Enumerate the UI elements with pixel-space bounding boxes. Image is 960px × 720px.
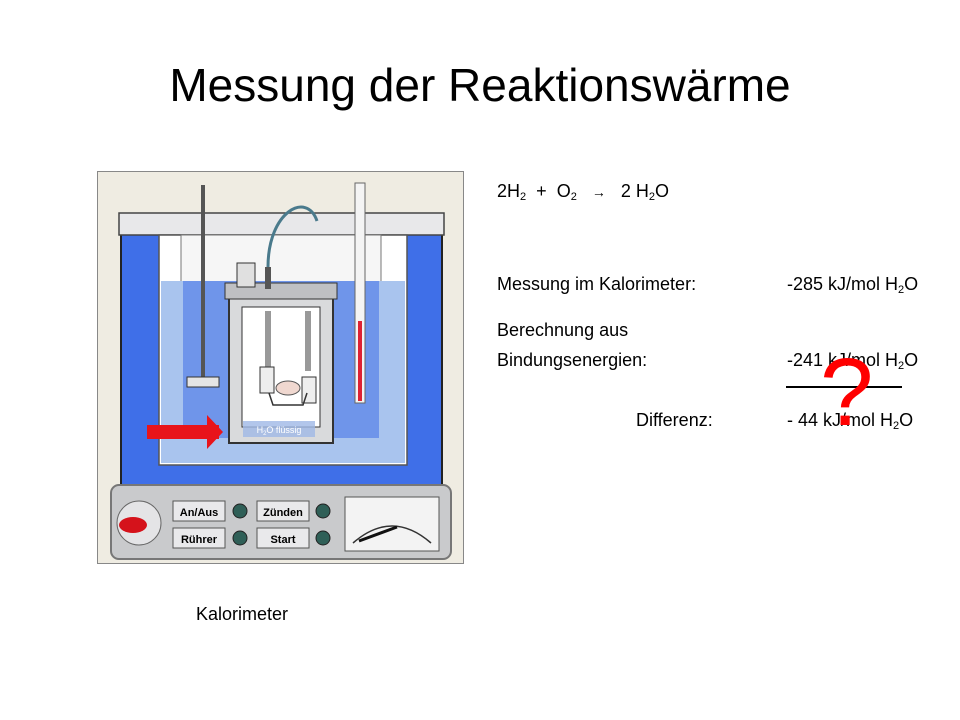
question-mark: ? bbox=[820, 339, 874, 446]
svg-text:An/Aus: An/Aus bbox=[180, 507, 219, 519]
svg-text:Start: Start bbox=[270, 534, 295, 546]
diff-value: - 44 kJ/mol H2O bbox=[787, 410, 914, 432]
calc-label-line1: Berechnung aus bbox=[497, 320, 629, 340]
calc-label-line2: Bindungsenergien: bbox=[497, 350, 648, 370]
svg-text:Zünden: Zünden bbox=[263, 507, 303, 519]
reaction-equation: 2H2 + O2 → 2 H2O bbox=[497, 181, 670, 203]
red-arrow bbox=[147, 425, 219, 439]
page-title: Messung der Reaktionswärme bbox=[169, 59, 791, 111]
thermometer bbox=[354, 182, 366, 404]
ignite-indicator bbox=[315, 503, 331, 519]
reaction-arrow: → bbox=[591, 184, 606, 200]
calorimeter-illustration: H2O flüssig An/Aus Rührer Zünden Start bbox=[97, 171, 464, 564]
start-indicator bbox=[315, 530, 331, 546]
on-off-button[interactable] bbox=[172, 500, 226, 522]
measured-value: -285 kJ/mol H2O bbox=[787, 274, 919, 296]
calc-value: -241 kJ/mol H2O bbox=[787, 350, 919, 372]
gauge bbox=[344, 496, 440, 552]
stirrer-indicator bbox=[232, 530, 248, 546]
on-off-indicator bbox=[232, 503, 248, 519]
bath-lid bbox=[118, 212, 445, 236]
start-button[interactable] bbox=[256, 527, 310, 549]
stirrer-button[interactable] bbox=[172, 527, 226, 549]
diff-label: Differenz: bbox=[636, 410, 713, 430]
ignite-button[interactable] bbox=[256, 500, 310, 522]
measured-label: Messung im Kalorimeter: bbox=[497, 274, 697, 294]
svg-text:Rührer: Rührer bbox=[181, 534, 218, 546]
water-label: H2O flüssig bbox=[257, 425, 302, 437]
stirrer-rod bbox=[201, 185, 205, 385]
calorimeter-caption: Kalorimeter bbox=[196, 604, 289, 624]
sum-rule bbox=[786, 386, 902, 388]
